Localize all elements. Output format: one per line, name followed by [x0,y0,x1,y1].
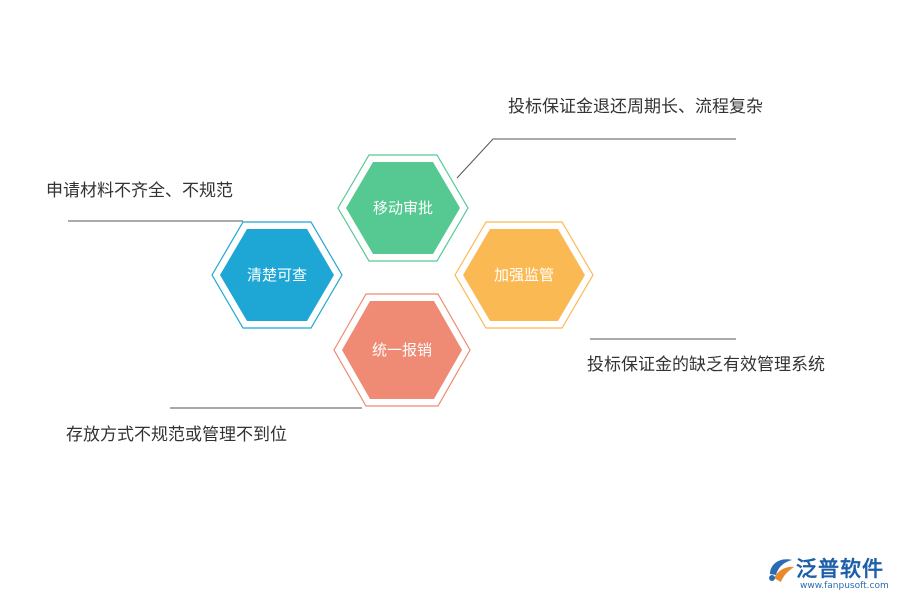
logo-url: www.fanpusoft.com [800,581,889,591]
hexagon-label-clear-traceable: 清楚可查 [247,266,307,284]
logo-name: 泛普软件 [796,557,884,581]
hexagon-label-unified-reimbursement: 统一报销 [372,341,432,359]
hexagon-mobile-approval: 移动审批 [337,154,469,262]
fanpu-logo-icon [769,559,794,582]
hexagon-label-mobile-approval: 移动审批 [373,199,433,217]
connector-top-right [456,138,736,179]
note-bottom-right: 投标保证金的缺乏有效管理系统 [587,355,825,375]
hexagon-strengthen-supervision: 加强监管 [454,221,594,329]
note-top-left: 申请材料不齐全、不规范 [46,181,233,201]
note-top-right: 投标保证金退还周期长、流程复杂 [508,97,763,117]
hexagon-unified-reimbursement: 统一报销 [333,293,471,407]
brand-logo: 泛普软件 www.fanpusoft.com [766,552,894,596]
hexagon-clear-traceable: 清楚可查 [211,221,343,329]
hexagon-label-strengthen-supervision: 加强监管 [494,266,554,284]
note-bottom-left: 存放方式不规范或管理不到位 [66,425,287,445]
